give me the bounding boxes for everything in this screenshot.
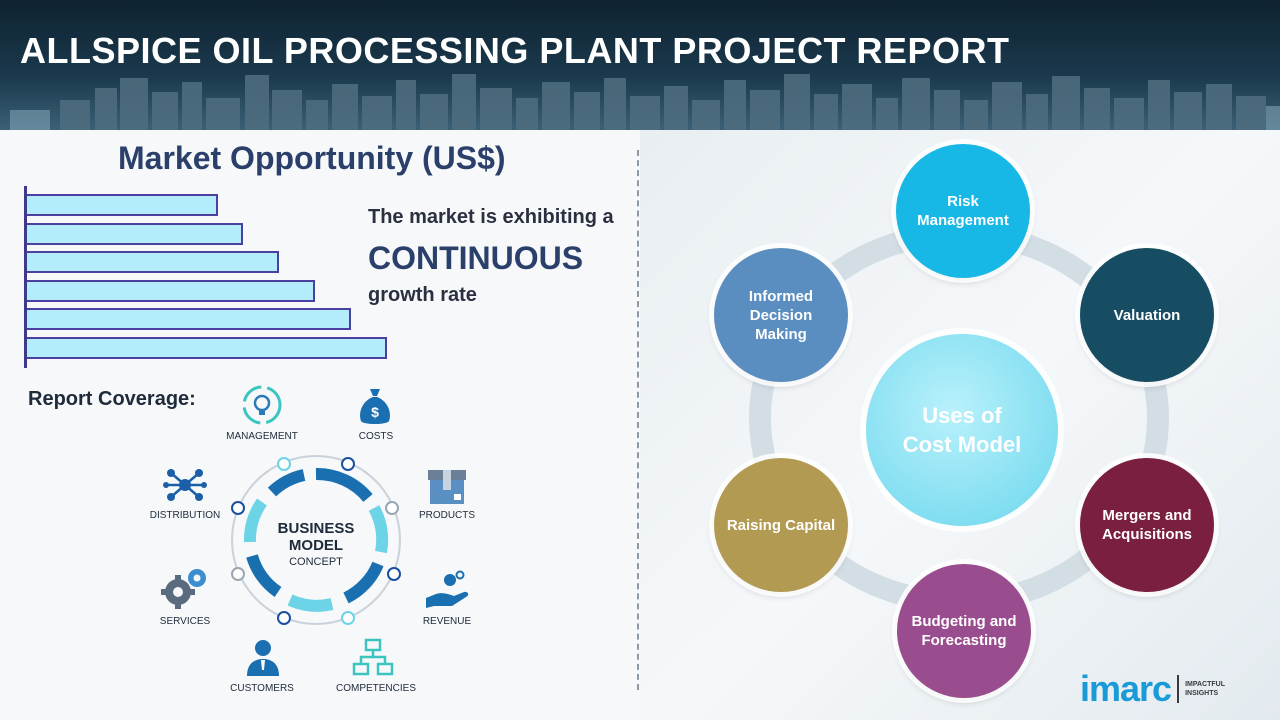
business-model-line1: BUSINESS	[278, 520, 355, 537]
market-text-highlight: CONTINUOUS	[368, 240, 584, 276]
header-banner: ALLSPICE OIL PROCESSING PLANT PROJECT RE…	[0, 0, 1280, 130]
svg-text:$: $	[371, 404, 379, 420]
logo-separator	[1177, 675, 1180, 703]
gears-icon	[161, 569, 206, 609]
market-bar	[27, 194, 218, 216]
market-bar	[27, 308, 351, 330]
node-risk-management: Risk Management	[896, 144, 1030, 278]
coverage-label-products: PRODUCTS	[418, 510, 476, 521]
coverage-label-distribution: DISTRIBUTION	[149, 510, 221, 521]
city-skyline-graphic	[10, 74, 1280, 130]
report-coverage-title: Report Coverage:	[28, 388, 196, 410]
business-model-wheel: BUSINESS MODEL CONCEPT	[231, 455, 401, 625]
uses-center-line2: Cost Model	[902, 432, 1022, 457]
market-bar	[27, 336, 387, 359]
node-budgeting-label: Budgeting and Forecasting	[911, 613, 1017, 649]
market-text-line3: growth rate	[368, 284, 477, 306]
coverage-label-management: MANAGEMENT	[226, 431, 298, 442]
distribution-icon	[163, 469, 207, 501]
node-risk-label: Risk Management	[917, 193, 1009, 229]
node-budgeting-forecasting: Budgeting and Forecasting	[897, 564, 1031, 698]
products-icon	[428, 470, 466, 504]
page-title: ALLSPICE OIL PROCESSING PLANT PROJECT RE…	[20, 30, 1010, 71]
bar-chart-axis	[24, 186, 27, 368]
coverage-label-revenue: REVENUE	[422, 616, 472, 627]
node-informed-label: Informed Decision Making	[748, 287, 814, 343]
coverage-label-competencies: COMPETENCIES	[335, 683, 416, 694]
node-raising-label: Raising Capital	[726, 516, 836, 534]
logo-word: imarc	[1080, 668, 1172, 709]
node-valuation: Valuation	[1080, 248, 1214, 382]
business-model-line2: MODEL	[289, 537, 343, 554]
node-raising-capital: Raising Capital	[714, 458, 848, 592]
revenue-hand-icon	[426, 570, 469, 608]
market-text-line1: The market is exhibiting a	[368, 206, 614, 228]
logo-tagline-1: IMPACTFUL	[1185, 681, 1225, 688]
logo-tagline: IMPACTFUL INSIGHTS	[1185, 680, 1225, 698]
customer-icon	[247, 640, 279, 676]
money-bag-icon: $	[360, 389, 390, 424]
node-informed-decision: Informed Decision Making	[714, 248, 848, 382]
section-divider	[637, 150, 639, 690]
uses-center-circle: Uses of Cost Model	[866, 334, 1058, 526]
business-model-line3: CONCEPT	[289, 556, 343, 568]
market-opportunity-title: Market Opportunity (US$)	[118, 140, 506, 176]
market-bar	[27, 279, 315, 302]
coverage-label-costs: COSTS	[358, 431, 394, 442]
node-mergers-label: Mergers and Acquisitions	[1101, 507, 1192, 543]
node-valuation-label: Valuation	[1113, 306, 1181, 324]
market-bar	[27, 251, 279, 273]
management-icon	[242, 385, 282, 425]
coverage-label-customers: CUSTOMERS	[230, 683, 294, 694]
imarc-logo: imarc IMPACTFUL INSIGHTS	[1080, 668, 1225, 710]
coverage-label-services: SERVICES	[159, 616, 211, 627]
node-mergers-acquisitions: Mergers and Acquisitions	[1080, 458, 1214, 592]
competencies-icon	[352, 638, 394, 676]
uses-center-line1: Uses of	[922, 403, 1002, 428]
market-bar	[27, 222, 243, 245]
logo-tagline-2: INSIGHTS	[1185, 690, 1219, 697]
